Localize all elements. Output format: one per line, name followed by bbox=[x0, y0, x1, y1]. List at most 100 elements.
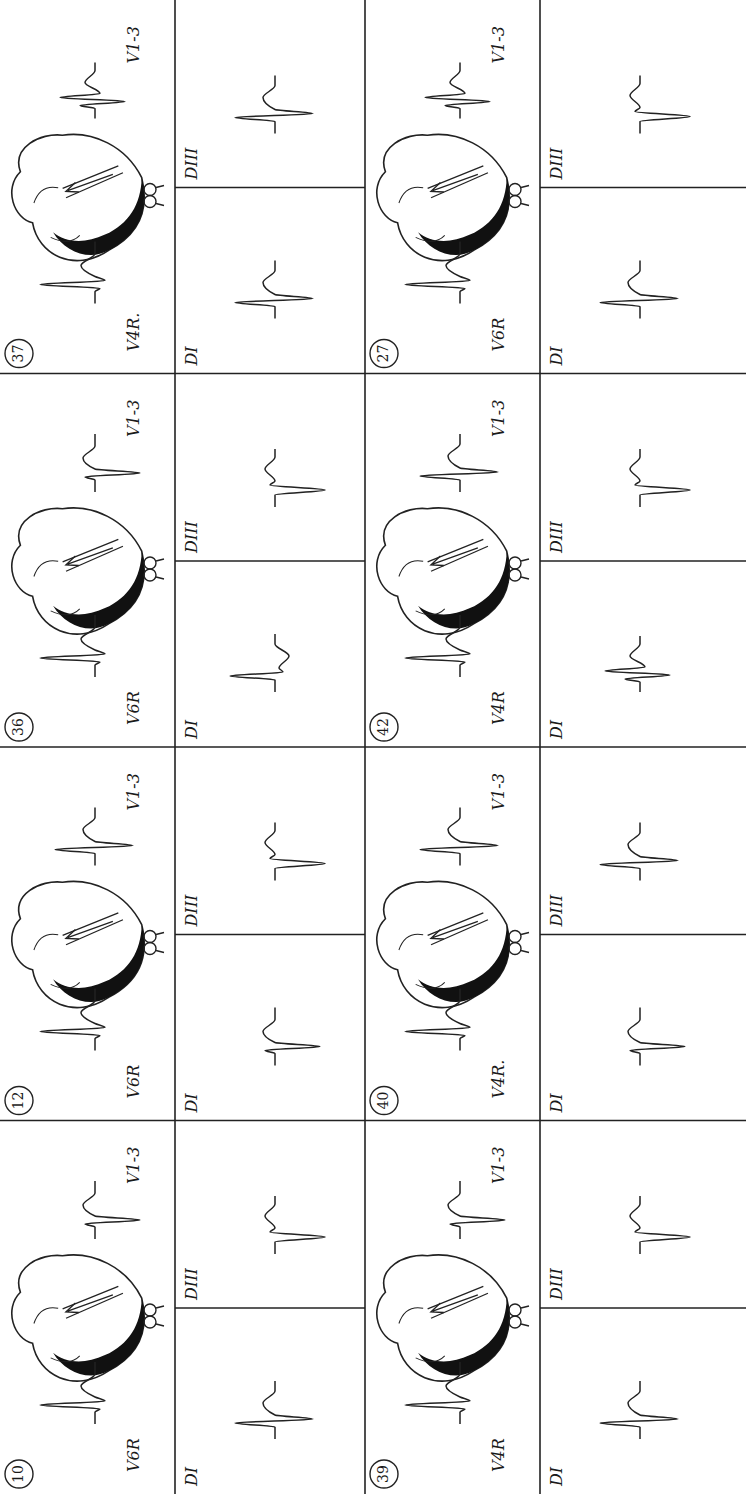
ecg-trace bbox=[40, 615, 105, 677]
ecg-trace bbox=[420, 434, 498, 492]
symbol bbox=[509, 1304, 529, 1328]
lead-label: DIII bbox=[548, 521, 566, 553]
callout-number: 40 bbox=[376, 1092, 391, 1110]
number-circle bbox=[370, 1460, 398, 1488]
lead-label: V1-3 bbox=[490, 1147, 508, 1184]
lead-label: DIII bbox=[183, 148, 201, 180]
symbol bbox=[509, 931, 529, 955]
symbol bbox=[144, 184, 164, 208]
ecg-trace bbox=[40, 242, 105, 304]
number-circle bbox=[370, 340, 398, 368]
grid-line bbox=[540, 934, 746, 936]
lead-label: DI bbox=[548, 1467, 566, 1486]
symbol bbox=[144, 931, 164, 955]
grid-line bbox=[540, 187, 746, 189]
lead-label: V1-3 bbox=[490, 400, 508, 437]
lead-label: V6R bbox=[490, 318, 508, 352]
ecg-trace bbox=[230, 634, 289, 692]
callout-number: 36 bbox=[11, 718, 26, 736]
callout-number: 12 bbox=[11, 1092, 26, 1110]
ecg-panel bbox=[0, 63, 313, 368]
lead-label: DI bbox=[548, 346, 566, 365]
lead-label: V1-3 bbox=[125, 1147, 143, 1184]
ecg-trace bbox=[600, 1381, 678, 1439]
ecg-trace bbox=[405, 989, 470, 1051]
lead-label: V1-3 bbox=[490, 773, 508, 810]
ecg-trace bbox=[420, 808, 498, 866]
symbol bbox=[144, 557, 164, 581]
lead-label: DIII bbox=[183, 895, 201, 927]
lead-label: DIII bbox=[548, 148, 566, 180]
callout-number: 27 bbox=[376, 345, 391, 363]
lead-label: V1-3 bbox=[490, 26, 508, 63]
lead-label: V1-3 bbox=[125, 26, 143, 63]
number-circle bbox=[370, 713, 398, 741]
ecg-trace bbox=[630, 449, 690, 507]
lead-label: V6R bbox=[125, 691, 143, 725]
ecg-panel bbox=[0, 808, 325, 1115]
lead-label: V4R bbox=[490, 691, 508, 725]
ecg-panel bbox=[0, 1181, 325, 1488]
lead-label: V4R. bbox=[490, 1060, 508, 1099]
ecg-trace bbox=[605, 636, 670, 692]
ecg-trace bbox=[405, 615, 470, 677]
lead-label: DI bbox=[548, 720, 566, 739]
heart-drawing bbox=[361, 483, 527, 650]
callout-number: 39 bbox=[376, 1465, 391, 1483]
lead-label: V6R bbox=[125, 1065, 143, 1099]
lead-label: DI bbox=[183, 720, 201, 739]
lead-label: DIII bbox=[548, 895, 566, 927]
callout-number: 42 bbox=[376, 718, 391, 736]
ecg-trace bbox=[405, 1362, 470, 1424]
number-circle bbox=[5, 1087, 33, 1115]
ecg-panel bbox=[361, 808, 685, 1115]
ecg-trace bbox=[55, 808, 133, 866]
ecg-trace bbox=[425, 63, 490, 119]
ecg-trace bbox=[405, 242, 470, 304]
lead-label: DI bbox=[183, 346, 201, 365]
ecg-trace bbox=[630, 76, 690, 134]
ecg-trace bbox=[235, 261, 313, 319]
ecg-trace bbox=[235, 1381, 313, 1439]
lead-label: DI bbox=[548, 1093, 566, 1112]
symbol bbox=[144, 1304, 164, 1328]
ecg-panel bbox=[361, 63, 690, 368]
lead-label: V1-3 bbox=[125, 773, 143, 810]
ecg-trace bbox=[40, 1362, 105, 1424]
grid-line bbox=[540, 560, 746, 562]
grid-line bbox=[0, 373, 746, 375]
ecg-trace bbox=[628, 1008, 685, 1066]
ecg-trace bbox=[83, 1181, 140, 1239]
symbol bbox=[509, 184, 529, 208]
number-circle bbox=[5, 713, 33, 741]
ecg-trace bbox=[83, 434, 140, 492]
grid-line bbox=[175, 560, 365, 562]
heart-drawing bbox=[0, 857, 162, 1024]
grid-line bbox=[0, 746, 746, 748]
lead-label: DIII bbox=[548, 1268, 566, 1300]
ecg-trace bbox=[600, 261, 678, 319]
ecg-trace bbox=[263, 1008, 320, 1066]
lead-label: V6R bbox=[125, 1438, 143, 1472]
ecg-trace bbox=[60, 63, 125, 119]
ecg-trace bbox=[265, 1196, 325, 1254]
lead-label: DIII bbox=[183, 521, 201, 553]
ecg-trace bbox=[40, 989, 105, 1051]
ecg-trace bbox=[448, 1181, 505, 1239]
ecg-trace bbox=[630, 1196, 690, 1254]
ecg-trace bbox=[600, 823, 678, 881]
heart-drawing bbox=[361, 110, 527, 277]
ecg-panel bbox=[0, 434, 325, 741]
heart-drawing bbox=[0, 483, 162, 650]
callout-number: 37 bbox=[11, 345, 26, 363]
ecg-panel bbox=[361, 434, 690, 741]
lead-label: V4R. bbox=[125, 313, 143, 352]
lead-label: DI bbox=[183, 1093, 201, 1112]
number-circle bbox=[370, 1087, 398, 1115]
ecg-panel bbox=[361, 1181, 690, 1488]
symbol bbox=[509, 557, 529, 581]
heart-drawing bbox=[0, 1230, 162, 1397]
grid-line bbox=[175, 1307, 365, 1309]
number-circle bbox=[5, 340, 33, 368]
number-circle bbox=[5, 1460, 33, 1488]
